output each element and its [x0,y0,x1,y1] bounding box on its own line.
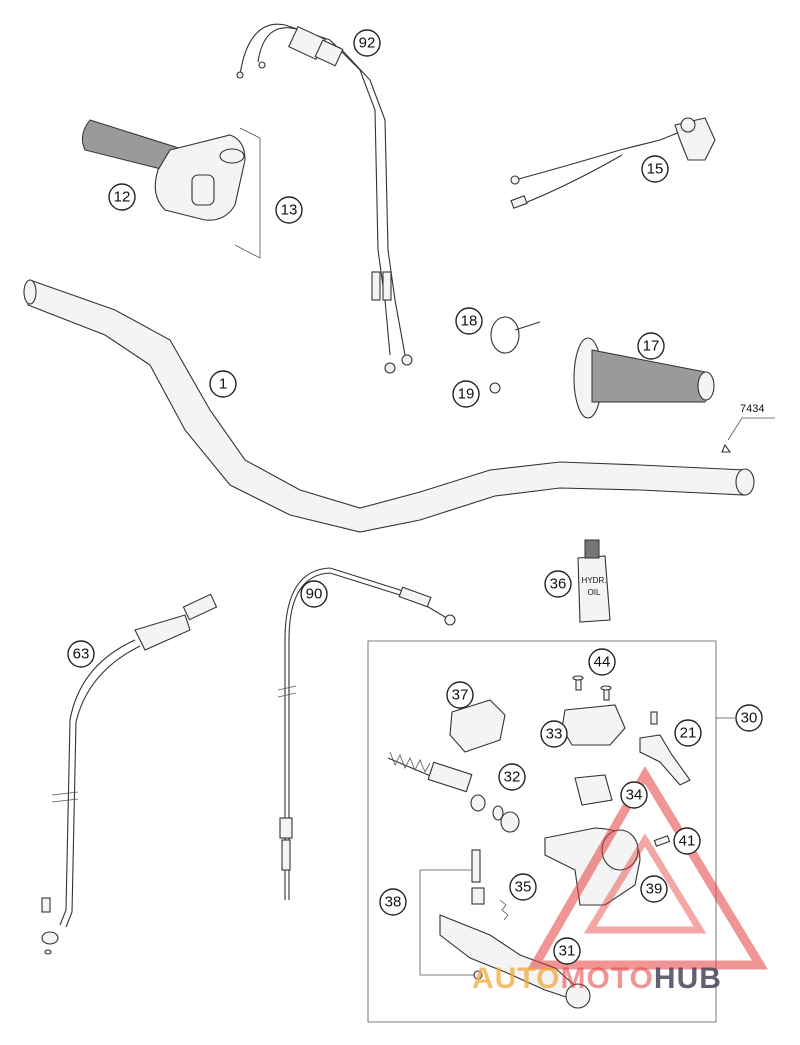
svg-text:41: 41 [679,833,696,850]
brake-lever [439,914,591,1009]
callout-35: 35 [509,873,537,901]
svg-text:36: 36 [550,576,567,593]
callout-31: 31 [553,937,581,965]
watermark-auto: AUTO [472,962,561,995]
svg-text:21: 21 [680,725,697,742]
callout-63: 63 [67,640,95,668]
watermark-triangle [527,766,768,970]
svg-text:30: 30 [741,710,758,727]
svg-text:34: 34 [626,787,643,804]
cable-tie [489,316,541,394]
screws [572,675,612,701]
cover-plate [561,704,626,746]
callout-90: 90 [300,580,328,608]
svg-text:35: 35 [515,879,532,896]
callout-37: 37 [446,681,474,709]
bottle-label-line1: HYDR. [582,576,607,585]
throttle-cables [236,23,413,374]
svg-text:12: 12 [114,189,131,206]
callout-33: 33 [540,720,568,748]
ref-7434-leader: 7434 [727,403,775,441]
throttle-grip [81,119,246,221]
callout-34: 34 [620,781,648,809]
callout-21: 21 [674,719,702,747]
svg-text:90: 90 [306,586,323,603]
watermark-moto: MOTO [560,962,654,995]
callout-36: 36 [544,570,572,598]
svg-text:31: 31 [559,943,576,960]
callout-17: 17 [637,332,665,360]
assembly-frame [367,640,735,1023]
svg-text:44: 44 [594,654,611,671]
callout-12: 12 [108,183,136,211]
housing-bracket [234,127,261,259]
callout-19: 19 [452,380,480,408]
callout-1: 1 [209,370,237,398]
svg-text:17: 17 [643,338,660,355]
callout-38: 38 [379,888,407,916]
callout-18: 18 [455,307,483,335]
svg-text:19: 19 [458,386,475,403]
svg-text:13: 13 [281,202,298,219]
svg-text:39: 39 [646,881,663,898]
bottle-label-line2: OIL [588,588,601,597]
lever-adjuster [639,711,691,786]
svg-text:63: 63 [73,646,90,663]
clutch-cable [277,567,456,900]
svg-text:18: 18 [461,313,478,330]
watermark: AUTOMOTOHUB [472,962,792,996]
svg-text:15: 15 [647,161,664,178]
reservoir-cover [449,699,506,753]
callout-92: 92 [353,29,381,57]
lever-pin [419,849,509,980]
callout-30: 30 [735,704,763,732]
watermark-hub: HUB [653,962,722,995]
left-grip [573,337,715,419]
svg-text:38: 38 [385,894,402,911]
svg-text:1: 1 [219,376,227,393]
callout-32: 32 [498,763,526,791]
svg-text:37: 37 [452,687,469,704]
callout-13: 13 [275,196,303,224]
svg-text:32: 32 [504,769,521,786]
svg-text:92: 92 [359,35,376,52]
callout-15: 15 [641,155,669,183]
callout-39: 39 [640,875,668,903]
callout-44: 44 [588,648,616,676]
ref-7434: 7434 [740,403,764,415]
piston-assembly [387,751,520,833]
kill-switch [510,117,716,209]
svg-text:33: 33 [546,726,563,743]
callout-41: 41 [673,827,701,855]
hydraulic-oil-bottle: HYDR. OIL [577,539,611,623]
handlebar [23,279,755,533]
brake-hose [41,593,218,955]
